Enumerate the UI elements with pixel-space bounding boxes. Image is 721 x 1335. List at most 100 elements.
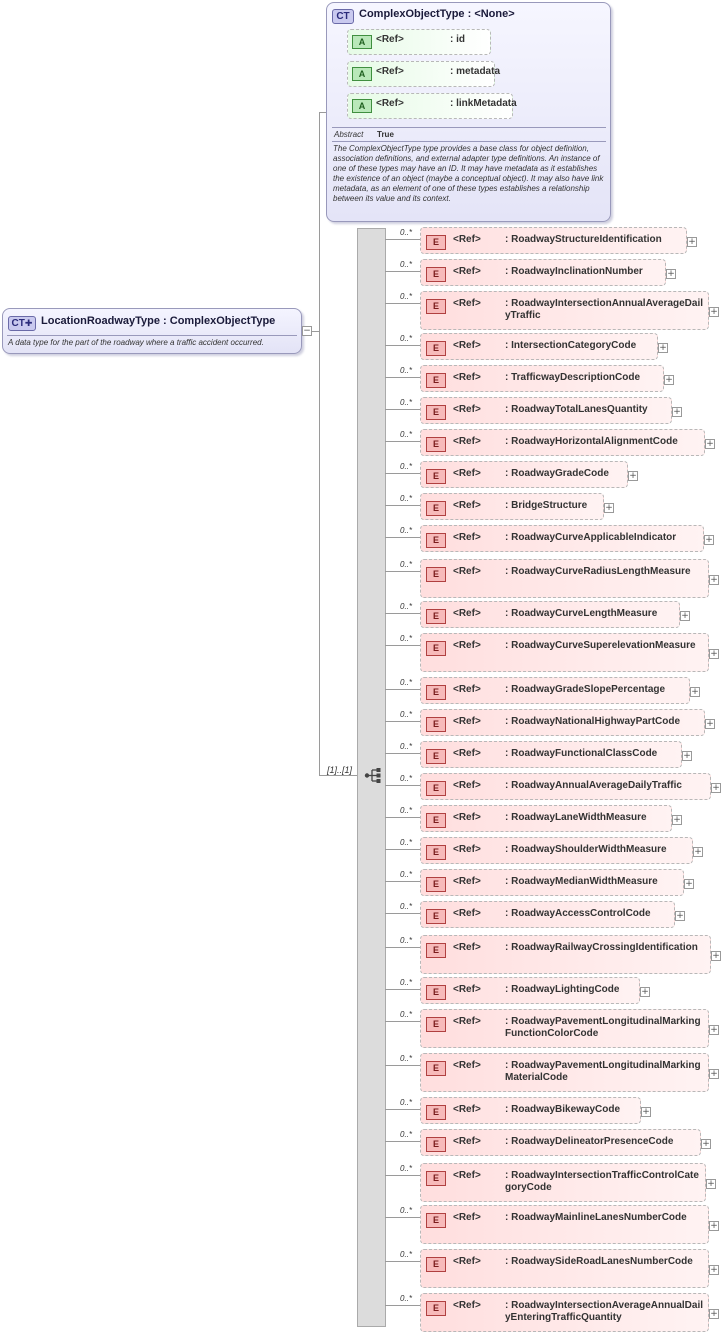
element-connector: [385, 505, 420, 506]
expand-plus-icon[interactable]: +: [701, 1139, 711, 1149]
element-row[interactable]: E<Ref>: RoadwayCurveSuperelevationMeasur…: [420, 633, 709, 672]
root-collapse-toggle[interactable]: −: [302, 326, 312, 336]
element-icon: E: [426, 1017, 446, 1032]
expand-plus-icon[interactable]: +: [672, 815, 682, 825]
element-row[interactable]: E<Ref>: RoadwayFunctionalClassCode: [420, 741, 682, 768]
attribute-linkmetadata[interactable]: A <Ref> : linkMetadata: [347, 93, 517, 119]
root-type-description: A data type for the part of the roadway …: [8, 338, 264, 347]
element-occurrence: 0..*: [400, 870, 413, 879]
expand-plus-icon[interactable]: +: [672, 407, 682, 417]
expand-plus-icon[interactable]: +: [709, 1025, 719, 1035]
element-name: : RoadwayCurveSuperelevationMeasure: [505, 640, 696, 651]
expand-plus-icon[interactable]: +: [709, 1265, 719, 1275]
expand-plus-icon[interactable]: +: [711, 783, 721, 793]
expand-plus-icon[interactable]: +: [684, 879, 694, 889]
element-row[interactable]: E<Ref>: RoadwayDelineatorPresenceCode: [420, 1129, 701, 1156]
element-row[interactable]: E<Ref>: RoadwayMedianWidthMeasure: [420, 869, 684, 896]
element-row[interactable]: E<Ref>: RoadwayIntersectionAnnualAverage…: [420, 291, 709, 330]
base-type-description: The ComplexObjectType type provides a ba…: [333, 144, 604, 203]
element-row[interactable]: E<Ref>: RoadwayAccessControlCode: [420, 901, 675, 928]
element-row[interactable]: E<Ref>: RoadwayCurveApplicableIndicator: [420, 525, 704, 552]
element-row[interactable]: E<Ref>: RoadwayBikewayCode: [420, 1097, 641, 1124]
element-row[interactable]: E<Ref>: RoadwayPavementLongitudinalMarki…: [420, 1009, 709, 1048]
expand-plus-icon[interactable]: +: [693, 847, 703, 857]
expand-plus-icon[interactable]: +: [628, 471, 638, 481]
expand-plus-icon[interactable]: +: [641, 1107, 651, 1117]
element-occurrence: 0..*: [400, 1250, 413, 1259]
element-connector: [385, 645, 420, 646]
element-row[interactable]: E<Ref>: RoadwayInclinationNumber: [420, 259, 666, 286]
root-to-sequence-connector: [312, 331, 320, 332]
expand-plus-icon[interactable]: +: [706, 1179, 716, 1189]
element-row[interactable]: E<Ref>: RoadwayStructureIdentification: [420, 227, 687, 254]
expand-plus-icon[interactable]: +: [658, 343, 668, 353]
element-occurrence: 0..*: [400, 1206, 413, 1215]
expand-plus-icon[interactable]: +: [675, 911, 685, 921]
expand-plus-icon[interactable]: +: [704, 535, 714, 545]
expand-plus-icon[interactable]: +: [711, 951, 721, 961]
element-name: : RoadwayIntersectionTrafficControlCateg…: [505, 1170, 699, 1193]
element-row[interactable]: E<Ref>: RoadwayMainlineLanesNumberCode: [420, 1205, 709, 1244]
element-row[interactable]: E<Ref>: RoadwayCurveRadiusLengthMeasure: [420, 559, 709, 598]
attribute-id[interactable]: A <Ref> : id: [347, 29, 491, 55]
expand-plus-icon[interactable]: +: [687, 237, 697, 247]
expand-plus-icon[interactable]: +: [709, 575, 719, 585]
element-row[interactable]: E<Ref>: BridgeStructure: [420, 493, 604, 520]
element-row[interactable]: E<Ref>: RoadwayHorizontalAlignmentCode: [420, 429, 705, 456]
element-row[interactable]: E<Ref>: TrafficwayDescriptionCode: [420, 365, 664, 392]
element-ref-label: <Ref>: [453, 566, 481, 577]
element-row[interactable]: E<Ref>: IntersectionCategoryCode: [420, 333, 658, 360]
expand-plus-icon[interactable]: +: [664, 375, 674, 385]
expand-plus-icon[interactable]: +: [666, 269, 676, 279]
element-ref-label: <Ref>: [453, 468, 481, 479]
element-name: : RoadwayCurveLengthMeasure: [505, 608, 658, 619]
element-row[interactable]: E<Ref>: RoadwayPavementLongitudinalMarki…: [420, 1053, 709, 1092]
complex-type-icon: CT✚: [8, 316, 36, 331]
attribute-name: : linkMetadata: [450, 98, 517, 109]
element-row[interactable]: E<Ref>: RoadwayIntersectionTrafficContro…: [420, 1163, 706, 1202]
element-icon: E: [426, 1105, 446, 1120]
element-ref-label: <Ref>: [453, 1060, 481, 1071]
expand-plus-icon[interactable]: +: [705, 439, 715, 449]
element-row[interactable]: E<Ref>: RoadwayTotalLanesQuantity: [420, 397, 672, 424]
expand-plus-icon[interactable]: +: [709, 1069, 719, 1079]
attribute-metadata[interactable]: A <Ref> : metadata: [347, 61, 500, 87]
element-row[interactable]: E<Ref>: RoadwayIntersectionAverageAnnual…: [420, 1293, 709, 1332]
element-row[interactable]: E<Ref>: RoadwayShoulderWidthMeasure: [420, 837, 693, 864]
element-row[interactable]: E<Ref>: RoadwayGradeSlopePercentage: [420, 677, 690, 704]
element-row[interactable]: E<Ref>: RoadwayRailwayCrossingIdentifica…: [420, 935, 711, 974]
expand-plus-icon[interactable]: +: [640, 987, 650, 997]
element-connector: [385, 1305, 420, 1306]
element-row[interactable]: E<Ref>: RoadwayLaneWidthMeasure: [420, 805, 672, 832]
element-row[interactable]: E<Ref>: RoadwayLightingCode: [420, 977, 640, 1004]
expand-plus-icon[interactable]: +: [604, 503, 614, 513]
element-name: : BridgeStructure: [505, 500, 588, 511]
expand-plus-icon[interactable]: +: [705, 719, 715, 729]
expand-plus-icon[interactable]: +: [690, 687, 700, 697]
expand-plus-icon[interactable]: +: [682, 751, 692, 761]
attribute-ref-label: <Ref>: [376, 66, 404, 77]
element-row[interactable]: E<Ref>: RoadwaySideRoadLanesNumberCode: [420, 1249, 709, 1288]
attribute-name: : metadata: [450, 66, 501, 77]
expand-plus-icon[interactable]: +: [709, 307, 719, 317]
location-roadway-type-box[interactable]: CT✚ LocationRoadwayType : ComplexObjectT…: [2, 308, 302, 354]
element-connector: [385, 1261, 420, 1262]
element-occurrence: 0..*: [400, 634, 413, 643]
element-row[interactable]: E<Ref>: RoadwayCurveLengthMeasure: [420, 601, 680, 628]
element-ref-label: <Ref>: [453, 608, 481, 619]
expand-plus-icon[interactable]: +: [709, 1221, 719, 1231]
element-row[interactable]: E<Ref>: RoadwayNationalHighwayPartCode: [420, 709, 705, 736]
expand-plus-icon[interactable]: +: [680, 611, 690, 621]
base-type-title: ComplexObjectType : <None>: [359, 8, 515, 20]
expand-plus-icon[interactable]: +: [709, 1309, 719, 1319]
element-ref-label: <Ref>: [453, 234, 481, 245]
element-name: : RoadwayNationalHighwayPartCode: [505, 716, 681, 727]
element-icon: E: [426, 341, 446, 356]
element-row[interactable]: E<Ref>: RoadwayGradeCode: [420, 461, 628, 488]
element-row[interactable]: E<Ref>: RoadwayAnnualAverageDailyTraffic: [420, 773, 711, 800]
expand-plus-icon[interactable]: +: [709, 649, 719, 659]
element-icon: E: [426, 985, 446, 1000]
sequence-compositor-icon[interactable]: [363, 767, 383, 784]
element-ref-label: <Ref>: [453, 748, 481, 759]
complex-object-type-box[interactable]: CT ComplexObjectType : <None> A <Ref> : …: [326, 2, 611, 222]
